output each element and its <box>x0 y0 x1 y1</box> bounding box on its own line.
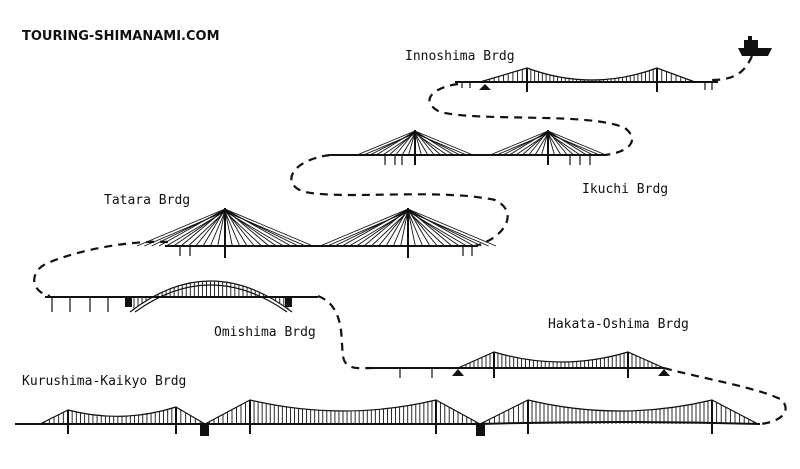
ikuchi-bridge-label: Ikuchi Brdg <box>582 182 668 197</box>
omishima-bridge <box>45 280 318 313</box>
cycling-route <box>33 55 787 426</box>
tatara-bridge <box>136 208 497 258</box>
innoshima-bridge <box>455 67 718 92</box>
ikuchi-bridge <box>330 130 607 165</box>
kurushima-kaikyo-bridge <box>15 399 761 436</box>
site-title: TOURING-SHIMANAMI.COM <box>22 29 220 44</box>
ship-icon <box>738 36 772 56</box>
innoshima-bridge-label: Innoshima Brdg <box>405 49 515 64</box>
hakata-oshima-bridge-label: Hakata-Oshima Brdg <box>548 317 689 332</box>
omishima-bridge-label: Omishima Brdg <box>214 325 316 340</box>
tatara-bridge-label: Tatara Brdg <box>104 193 190 208</box>
hakata-oshima-bridge <box>372 351 670 378</box>
kurushima-kaikyo-bridge-label: Kurushima-Kaikyo Brdg <box>22 374 186 389</box>
